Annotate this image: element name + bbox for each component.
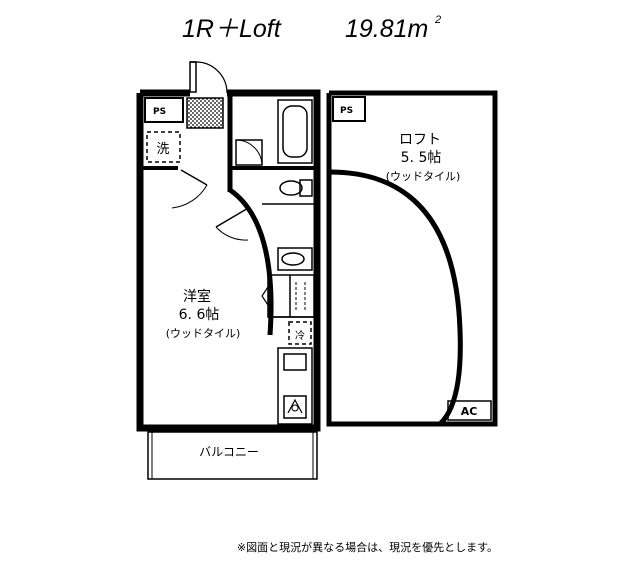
fridge-label: 冷 [295, 329, 305, 342]
ps-box-main [144, 97, 184, 123]
loft-size: 5. 5帖 [401, 150, 442, 166]
balcony-label: バルコニー [199, 445, 259, 459]
main-room-size: 6. 6帖 [179, 307, 220, 323]
area-value: 19.81m [345, 15, 428, 43]
closet [261, 274, 315, 318]
room-door-upper [171, 169, 208, 209]
main-room-floor: (ウッドタイル) [166, 327, 241, 340]
kitchen-counter [277, 347, 313, 425]
shoe-cabinet [186, 97, 224, 129]
toilet [279, 179, 313, 197]
balcony [147, 431, 318, 480]
loft-unit [326, 90, 498, 427]
bathtub [277, 99, 313, 164]
main-outer-wall [136, 89, 321, 432]
loft-outer-wall [326, 90, 498, 427]
area-unit-sup: 2 [434, 14, 441, 26]
bath-door [235, 139, 263, 166]
wash-basin [277, 247, 313, 271]
washer-label: 洗 [156, 142, 169, 157]
ps-box-loft [332, 96, 366, 122]
curved-wall-main [228, 187, 274, 336]
loft-name: ロフト [399, 132, 441, 148]
layout-title: 1R＋Loft [182, 15, 282, 43]
ac-label: AC [461, 405, 478, 418]
room-door-lower [215, 206, 251, 241]
washer-area [146, 131, 181, 163]
ps-label-loft: PS [340, 106, 353, 116]
entry-door [189, 61, 228, 94]
loft-curved-edge [328, 169, 463, 426]
fridge-space [288, 321, 312, 345]
ps-label-main: PS [153, 107, 166, 117]
main-room-name: 洋室 [183, 288, 211, 305]
ac-unit [447, 400, 492, 421]
loft-floor: (ウッドタイル) [386, 170, 461, 183]
footnote: ※図面と現況が異なる場合は、現況を優先とします。 [237, 540, 498, 554]
main-unit [136, 61, 321, 480]
